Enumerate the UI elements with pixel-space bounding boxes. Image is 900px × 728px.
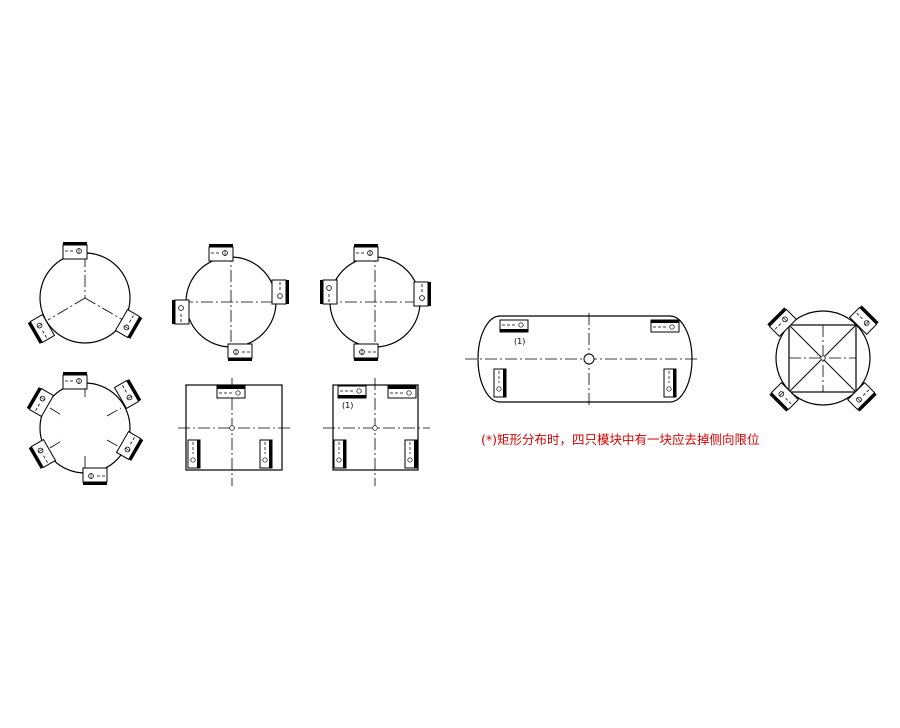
- module-upper-left: [766, 306, 797, 337]
- config-rectangle-4-modules-a: [178, 378, 290, 486]
- label-1-rect: (1): [342, 401, 353, 410]
- module-lower-left: [28, 439, 56, 470]
- module-upper-right: [114, 378, 142, 409]
- config-rectangle-4-modules-b: (1): [323, 378, 430, 486]
- module-left: [171, 299, 190, 325]
- config-circle-4-modules-b: [319, 243, 432, 362]
- module-top: [62, 371, 88, 390]
- config-circle-4-modules-a: [171, 243, 290, 362]
- module-right: [115, 309, 143, 340]
- module-top: [353, 243, 379, 262]
- module-upper-left: [26, 386, 54, 417]
- config-circle-3-modules: [27, 241, 143, 345]
- module-upper-right: [849, 304, 880, 335]
- module-bottom: [353, 343, 379, 362]
- module-lower-right: [847, 382, 878, 413]
- label-1-obround: (1): [514, 337, 525, 346]
- module-top-right: [650, 319, 680, 333]
- config-obround-4-modules: (1): [465, 313, 700, 408]
- module-bottom-right: [259, 439, 273, 469]
- module-bottom-left: [187, 439, 201, 469]
- module-top-left: [337, 385, 367, 399]
- module-top-right: [387, 385, 417, 399]
- module-bottom-right: [404, 439, 418, 469]
- module-bottom: [82, 467, 108, 486]
- module-top: [62, 241, 88, 260]
- config-square-in-circle-4-modules: [766, 304, 880, 413]
- module-bottom-right: [663, 368, 677, 398]
- note-text: (*)矩形分布时，四只模块中有一块应去掉侧向限位: [481, 432, 760, 447]
- module-right: [413, 281, 432, 307]
- module-bottom-left: [333, 439, 347, 469]
- module-top: [216, 385, 246, 399]
- module-bottom-left: [493, 368, 507, 398]
- module-top-left: [499, 319, 529, 333]
- module-left: [319, 279, 338, 305]
- config-circle-6-modules: [26, 371, 144, 486]
- module-top: [208, 243, 234, 262]
- module-bottom: [227, 343, 253, 362]
- module-right: [271, 279, 290, 305]
